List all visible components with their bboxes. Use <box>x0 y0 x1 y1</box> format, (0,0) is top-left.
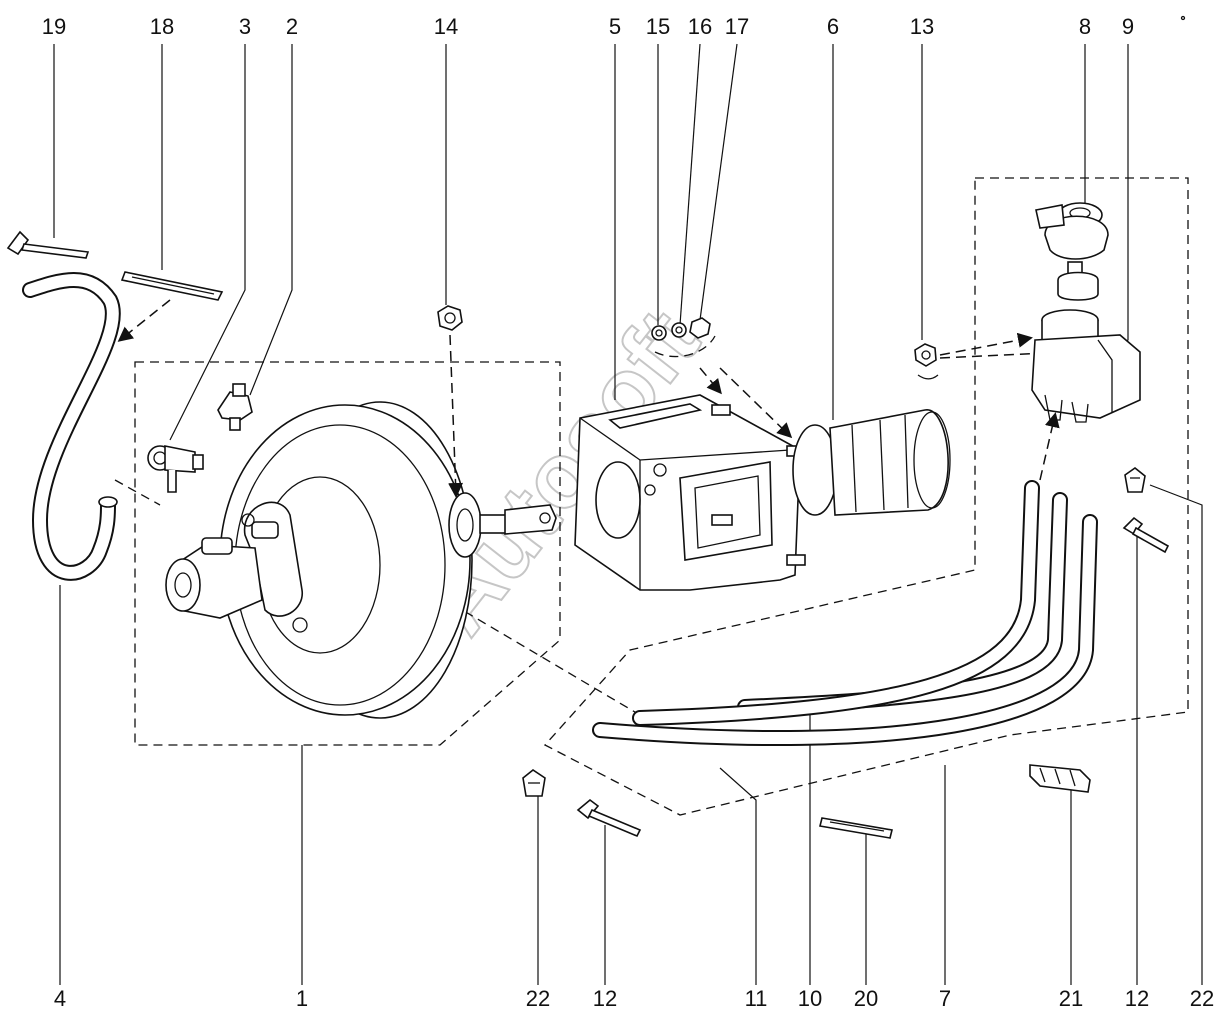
strap-18 <box>120 271 224 301</box>
fasteners-15-16-17 <box>651 317 793 439</box>
callout-9: 9 <box>1122 14 1134 39</box>
cable-tie-12-left <box>576 798 642 838</box>
callout-22-left: 22 <box>526 986 550 1011</box>
callout-11: 11 <box>745 986 768 1011</box>
cable-tie-19 <box>6 230 90 259</box>
fluid-reservoir-9 <box>1031 309 1141 481</box>
callout-21: 21 <box>1059 986 1083 1011</box>
cable-tie-12-right <box>1122 516 1170 554</box>
callout-18: 18 <box>150 14 174 39</box>
callout-4: 4 <box>54 986 66 1011</box>
strap-20 <box>819 817 893 839</box>
callout-17: 17 <box>725 14 749 39</box>
nut-14 <box>437 305 464 498</box>
callout-3: 3 <box>239 14 251 39</box>
vacuum-hose-4 <box>22 272 171 581</box>
callout-6: 6 <box>827 14 839 39</box>
callout-13: 13 <box>910 14 934 39</box>
callout-5: 5 <box>609 14 621 39</box>
callout-8: 8 <box>1079 14 1091 39</box>
leader-lines <box>53 43 1203 985</box>
check-valve-2 <box>217 383 253 431</box>
reservoir-cap-8 <box>1035 202 1109 301</box>
holder-21 <box>1029 764 1091 793</box>
clip-22-left <box>522 769 546 797</box>
nut-13 <box>914 332 1113 380</box>
callout-22-right: 22 <box>1190 986 1214 1011</box>
callout-12-left: 12 <box>593 986 617 1011</box>
pedal-boot-6 <box>792 409 951 516</box>
hose-11 <box>632 480 1040 726</box>
callout-14: 14 <box>434 14 458 39</box>
clip-22-right <box>1124 467 1146 493</box>
booster-bracket-5 <box>574 394 806 591</box>
callout-1: 1 <box>296 986 308 1011</box>
callout-20: 20 <box>854 986 878 1011</box>
brake-booster-1 <box>165 401 557 719</box>
callout-19: 19 <box>42 14 66 39</box>
callout-10: 10 <box>798 986 822 1011</box>
hose-7 <box>592 514 1098 747</box>
vacuum-fitting-3 <box>147 445 260 493</box>
callout-2: 2 <box>286 14 298 39</box>
callout-16: 16 <box>688 14 712 39</box>
callout-15: 15 <box>646 14 670 39</box>
callout-12-right: 12 <box>1125 986 1149 1011</box>
callout-7: 7 <box>939 986 951 1011</box>
